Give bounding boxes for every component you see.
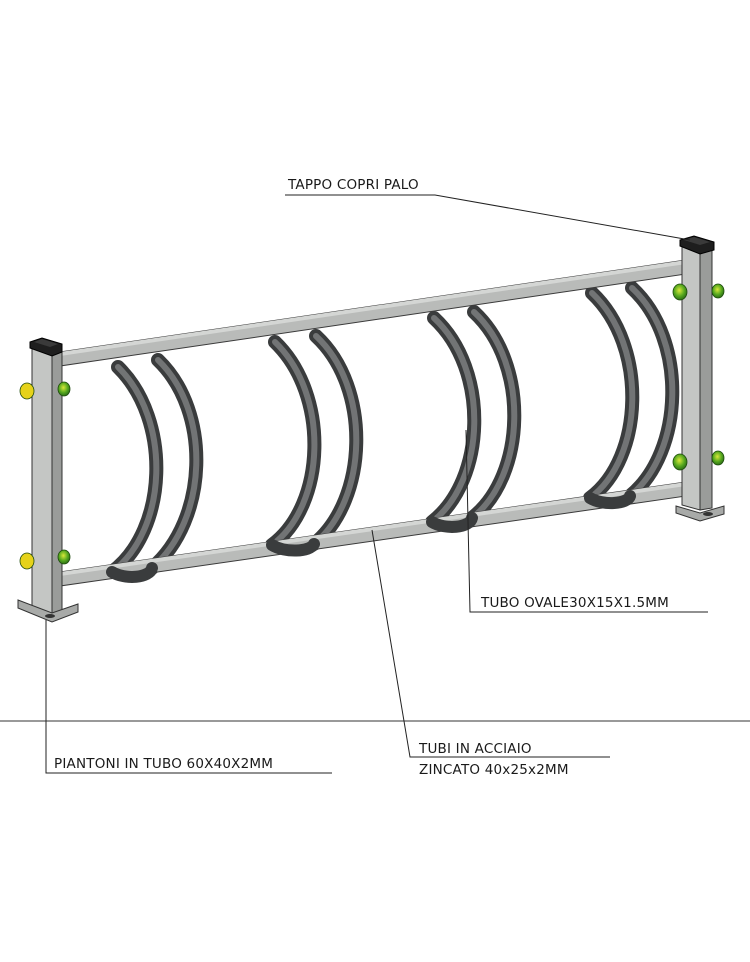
cap-label: TAPPO COPRI PALO <box>287 177 419 193</box>
bolt-left-top <box>19 382 35 400</box>
bolt-right-top <box>672 283 688 301</box>
steel-tube-leader <box>371 529 610 758</box>
left-post <box>17 337 79 623</box>
hoop-feet <box>106 490 636 583</box>
bolt-left-bottom <box>19 552 35 570</box>
hoops <box>105 281 680 579</box>
hoop-group-1 <box>105 353 204 579</box>
oval-tube-label: TUBO OVALE30X15X1.5MM <box>480 595 669 611</box>
posts-leader <box>45 620 332 774</box>
cap-leader <box>285 194 691 241</box>
hoop-group-4 <box>583 281 680 505</box>
steel-tube-label-line1: TUBI IN ACCIAIO <box>418 741 532 757</box>
top-rail <box>59 259 687 367</box>
left-base-plate <box>17 599 79 623</box>
bolts <box>19 283 725 570</box>
bolt-right-bottom <box>672 453 688 471</box>
right-base-plate <box>675 505 725 522</box>
right-post <box>675 235 725 522</box>
leader-lines <box>45 194 708 774</box>
steel-tube-label-line2: ZINCATO 40x25x2MM <box>419 762 569 778</box>
posts-label: PIANTONI IN TUBO 60X40X2MM <box>54 756 273 772</box>
hoop-group-2 <box>265 329 364 552</box>
oval-tube-leader <box>465 429 708 613</box>
hoop-group-3 <box>425 305 522 529</box>
